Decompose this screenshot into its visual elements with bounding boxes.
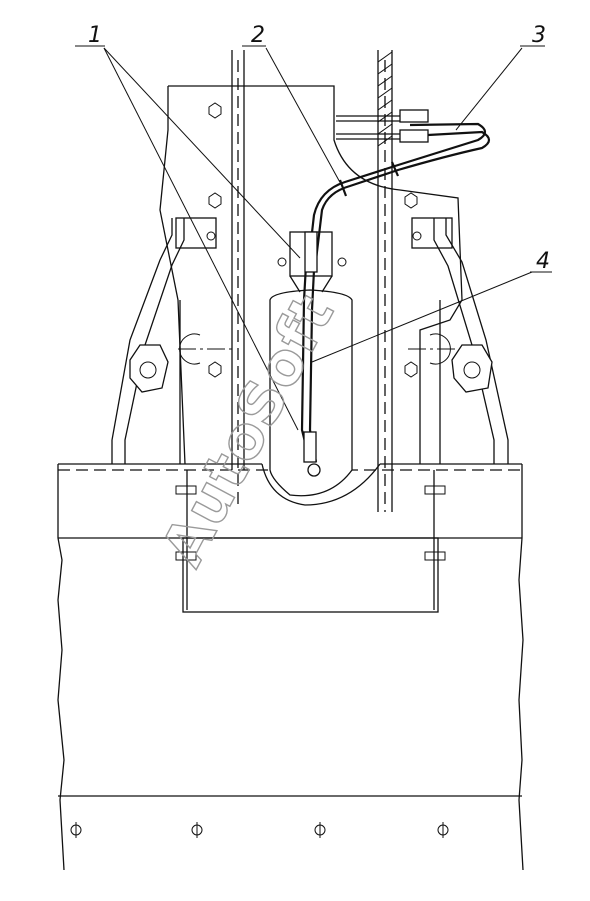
mounting-bolts [175,470,446,610]
blade [57,463,524,871]
hose-fitting-upper [304,231,318,273]
leader-lines [75,45,552,431]
callout-3: 3 [532,23,546,48]
callout-2: 2 [251,23,265,48]
hydraulic-hoses [300,109,491,477]
hose-clamp [338,179,348,197]
hose-coupling-top [399,109,429,123]
callout-1: 1 [88,23,102,48]
right-strut [411,217,509,464]
hose-fitting-lower [303,431,317,463]
callout-4: 4 [536,249,550,274]
left-strut [111,217,217,464]
frame-posts [231,50,393,512]
hatched-section [377,51,393,147]
hose-coupling-bottom [399,129,429,143]
hose-clamp [390,161,400,177]
mounting-plate [182,537,439,613]
blade-bolts [70,822,449,838]
hose-fitting-end [307,463,321,477]
